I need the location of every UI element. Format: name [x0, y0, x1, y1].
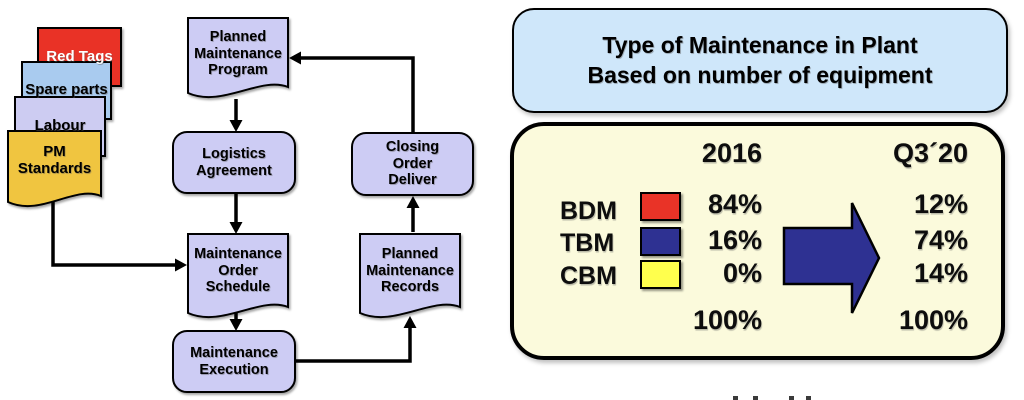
value-q320-bdm: 12% — [913, 189, 968, 219]
value-q320-tbm: 74% — [913, 225, 968, 255]
card-pm-standards — [7, 130, 102, 208]
node-closing-order-deliver — [351, 132, 474, 196]
cropped-caption-fragment — [733, 396, 738, 400]
total-q320: 100% — [898, 305, 968, 335]
legend-swatch-cbm — [640, 260, 681, 289]
arrowhead-down-icon — [229, 222, 243, 234]
connector-closing-program — [301, 56, 415, 133]
cropped-caption-fragment — [753, 396, 758, 400]
node-planned-maintenance-records — [359, 233, 461, 319]
arrowhead-left-icon — [289, 51, 301, 65]
flow-connectors — [51, 56, 415, 363]
input-card-stack — [7, 27, 122, 208]
arrowhead-up-icon — [403, 316, 417, 328]
arrowhead-down-icon — [229, 319, 243, 331]
row-label-tbm: TBM — [560, 229, 615, 257]
cropped-caption-fragment — [789, 396, 794, 400]
cropped-caption-fragment — [806, 396, 811, 400]
value-2016-bdm: 84% — [707, 189, 762, 219]
legend-swatch-tbm — [640, 227, 681, 256]
node-planned-maintenance-program — [187, 17, 289, 99]
node-logistics-agreement — [172, 131, 296, 194]
connector-execution-records — [296, 328, 412, 363]
legend-swatch-bdm — [640, 192, 681, 221]
right-arrow-shape — [782, 202, 881, 314]
column-header-2016: 2016 — [701, 138, 762, 168]
arrowhead-right-icon — [175, 258, 187, 272]
row-label-bdm: BDM — [560, 197, 617, 225]
value-2016-tbm: 16% — [707, 225, 762, 255]
value-2016-cbm: 0% — [722, 258, 762, 288]
change-arrow-icon — [782, 202, 881, 314]
flow-nodes — [172, 17, 474, 393]
total-2016: 100% — [692, 305, 762, 335]
maintenance-type-table: 2016 Q3´20 BDM TBM CBM 84% 16% 0% 100% 1… — [510, 122, 1005, 360]
flow-arrowheads — [175, 51, 420, 331]
column-header-q320: Q3´20 — [892, 138, 968, 168]
panel-title: Type of Maintenance in Plant Based on nu… — [512, 8, 1008, 113]
arrowhead-down-icon — [229, 120, 243, 132]
value-q320-cbm: 14% — [913, 258, 968, 288]
row-label-cbm: CBM — [560, 262, 617, 290]
node-maintenance-execution — [172, 330, 296, 393]
connector-pmstandards-order — [51, 199, 175, 267]
arrowhead-up-icon — [406, 196, 420, 208]
node-maintenance-order-schedule — [187, 233, 289, 319]
